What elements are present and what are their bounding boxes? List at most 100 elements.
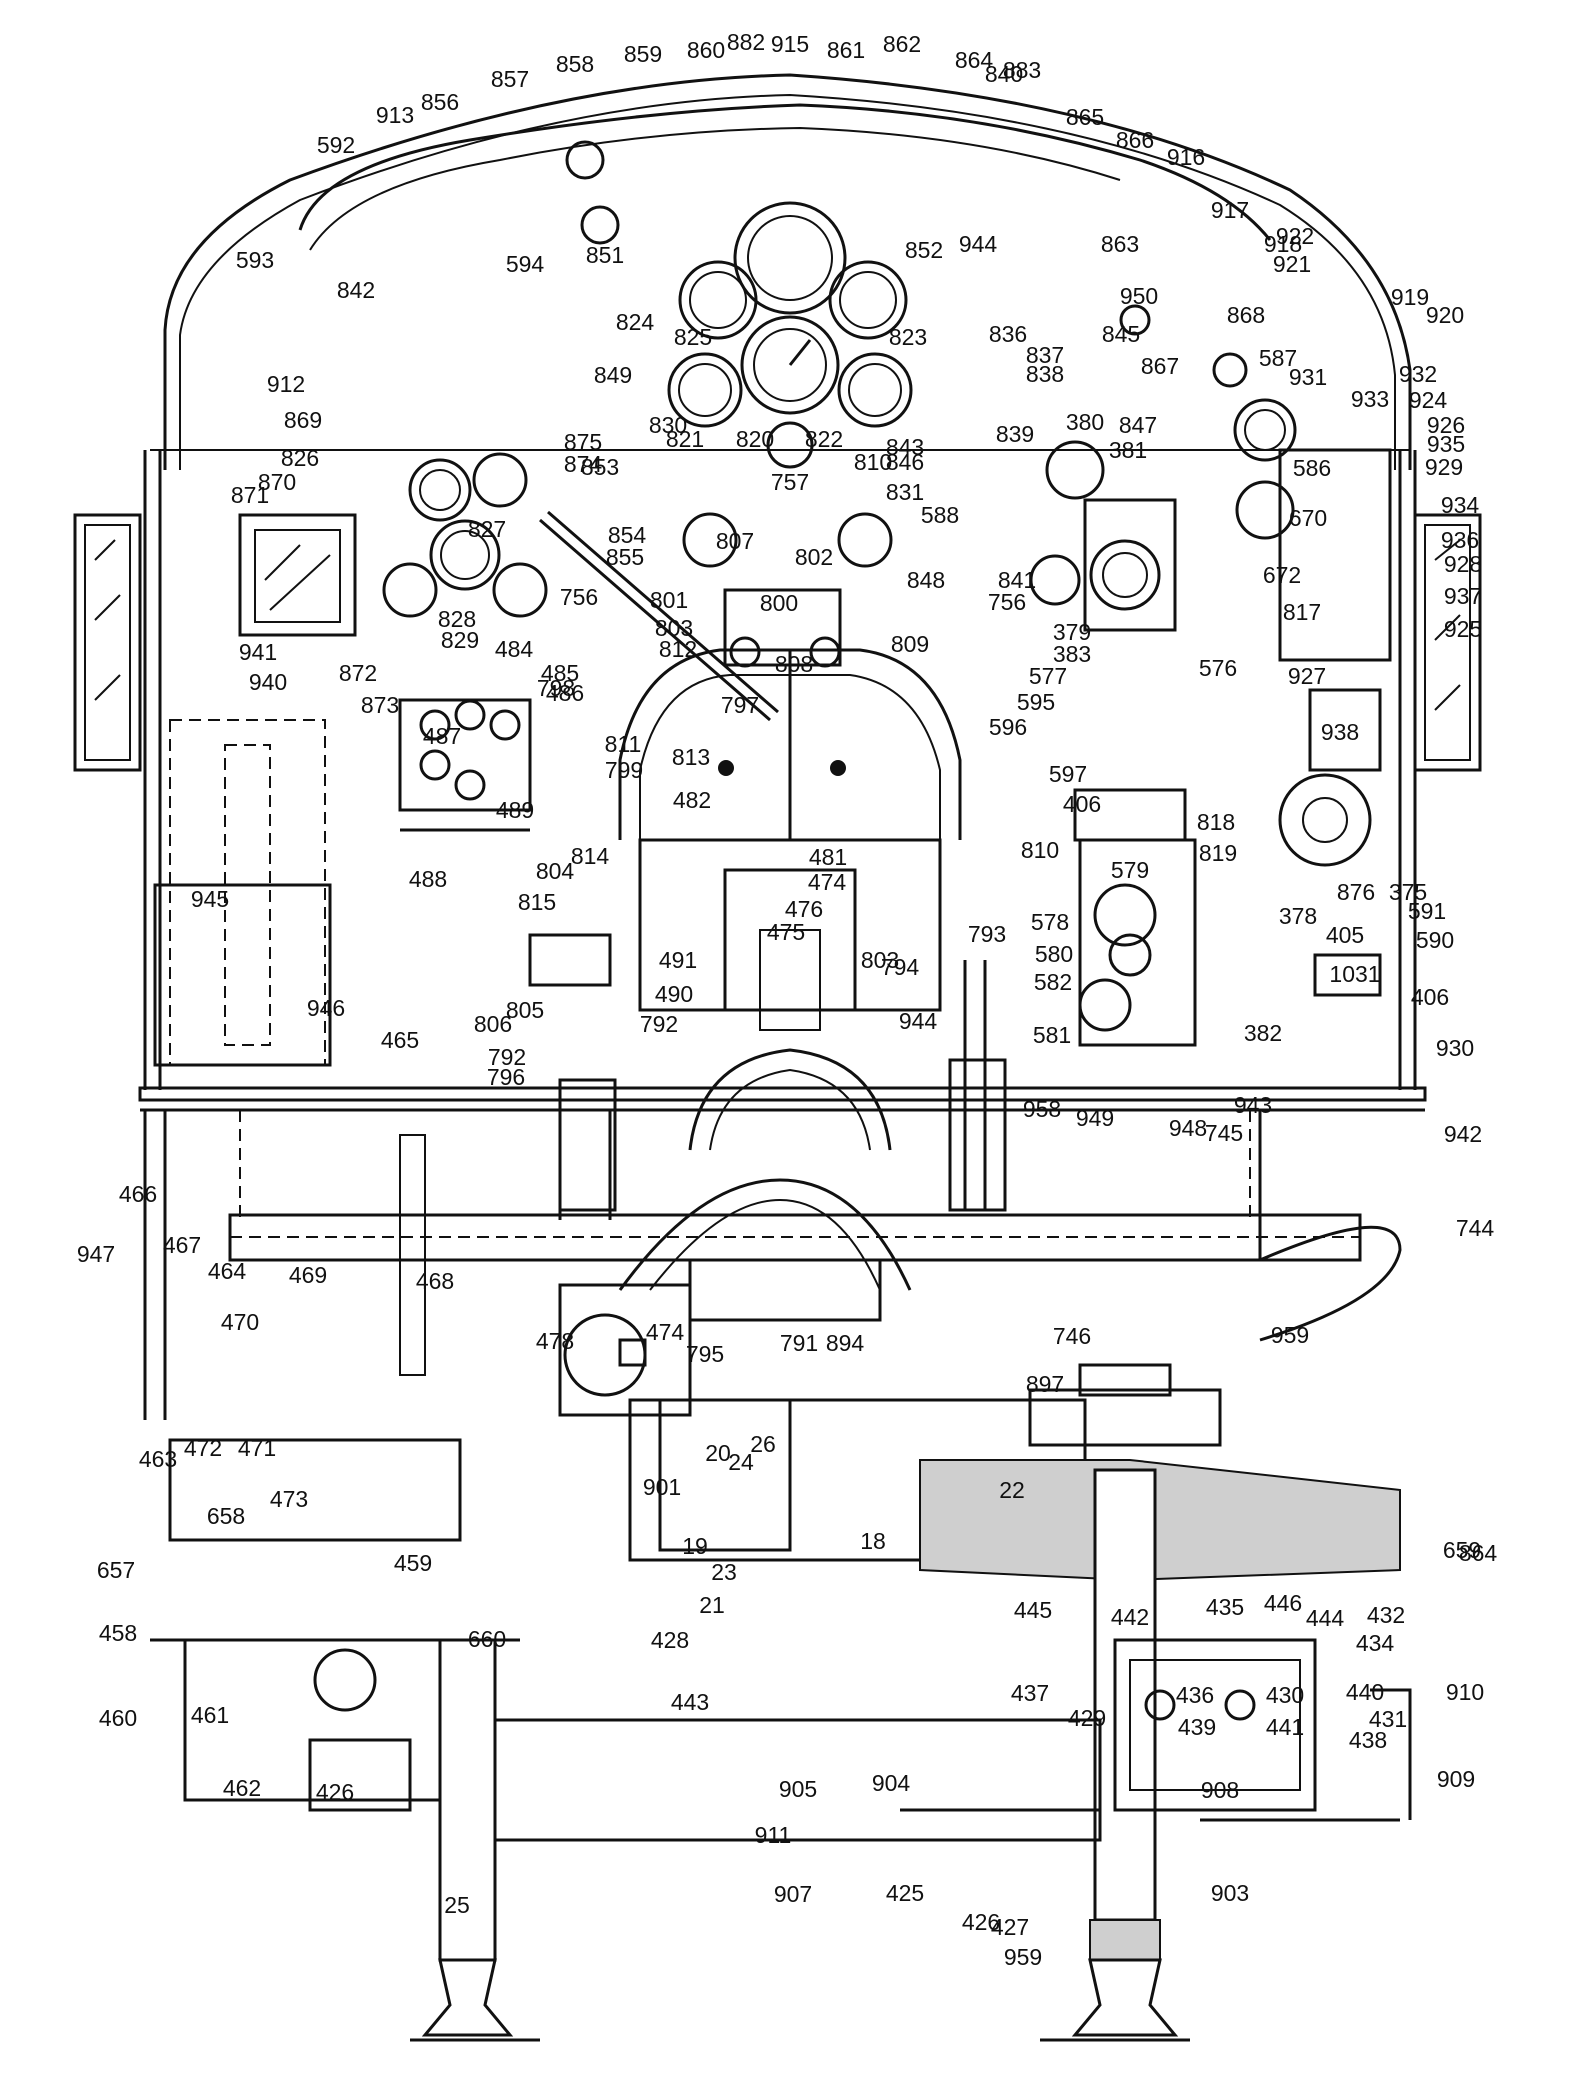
reference-numeral: 904	[872, 1770, 911, 1796]
reference-numeral: 950	[1120, 283, 1158, 309]
front-window	[238, 513, 357, 637]
reference-numeral: 429	[1068, 1705, 1106, 1731]
reference-numeral: 438	[1349, 1727, 1387, 1753]
reference-numeral: 949	[1076, 1105, 1114, 1131]
reference-numeral: 868	[1227, 302, 1265, 328]
reference-numeral: 443	[671, 1689, 709, 1715]
reference-numeral: 863	[1101, 231, 1139, 257]
reference-numeral: 746	[1053, 1323, 1091, 1349]
reference-numeral: 897	[1026, 1371, 1064, 1397]
reference-numeral: 822	[805, 426, 843, 452]
reference-numeral: 476	[785, 896, 823, 922]
reference-numeral: 948	[1169, 1115, 1207, 1141]
reference-numeral: 478	[536, 1328, 574, 1354]
reference-numeral: 441	[1266, 1714, 1304, 1740]
reference-numeral: 470	[221, 1309, 259, 1335]
reference-numeral: 937	[1444, 583, 1482, 609]
reference-numeral: 444	[1306, 1605, 1345, 1631]
reference-numeral: 431	[1369, 1706, 1407, 1732]
reference-numeral: 792	[640, 1011, 678, 1037]
reference-numeral: 800	[760, 590, 798, 616]
left-cabinet	[153, 719, 332, 1067]
reference-numeral: 845	[1102, 321, 1140, 347]
reference-numeral: 814	[571, 843, 610, 869]
reference-numeral: 659	[1443, 1537, 1481, 1563]
reference-numeral: 827	[468, 516, 506, 542]
reference-numeral: 580	[1035, 941, 1073, 967]
reference-numeral: 486	[546, 680, 584, 706]
reference-numeral: 823	[889, 324, 927, 350]
reference-numeral: 922	[1276, 223, 1314, 249]
reference-numeral: 657	[97, 1557, 135, 1583]
reference-numeral: 853	[581, 454, 619, 480]
reference-numeral: 475	[767, 919, 805, 945]
reference-numeral: 442	[1111, 1604, 1149, 1630]
reference-numeral: 806	[474, 1011, 512, 1037]
reference-numeral: 595	[1017, 689, 1055, 715]
reference-numeral: 907	[774, 1881, 812, 1907]
ashpan	[558, 1178, 912, 1552]
right-apparatus	[1073, 448, 1392, 1047]
rails	[410, 1638, 1190, 2042]
reference-numeral: 864	[1459, 1540, 1498, 1566]
reference-numeral: 482	[673, 787, 711, 813]
reference-numeral: 430	[1266, 1682, 1304, 1708]
reference-numeral: 883	[1003, 57, 1041, 83]
reference-numeral: 581	[1033, 1022, 1071, 1048]
reference-numeral: 925	[1444, 616, 1482, 642]
reference-numeral: 439	[1178, 1714, 1216, 1740]
reference-numeral: 921	[1273, 251, 1311, 277]
reference-numeral: 380	[1066, 409, 1104, 435]
reference-numeral: 381	[1109, 437, 1147, 463]
reference-numeral: 462	[223, 1775, 261, 1801]
reference-numeral: 744	[1456, 1215, 1495, 1241]
reference-numeral: 942	[1444, 1121, 1482, 1147]
reference-numeral: 936	[1441, 527, 1479, 553]
reference-numeral: 672	[1263, 562, 1301, 588]
reference-numeral: 824	[616, 309, 655, 335]
reference-numeral: 473	[270, 1486, 308, 1512]
reference-numeral: 864	[955, 47, 994, 73]
reference-numeral: 836	[989, 321, 1027, 347]
reference-numeral: 576	[1199, 655, 1237, 681]
reference-numeral: 791	[780, 1330, 818, 1356]
reference-numeral: 958	[1023, 1096, 1061, 1122]
reference-numeral: 802	[795, 544, 833, 570]
reference-numeral: 383	[1053, 641, 1091, 667]
reference-numeral: 918	[1264, 231, 1302, 257]
reference-numeral: 590	[1416, 927, 1454, 953]
reference-numeral: 793	[968, 921, 1006, 947]
reference-numeral: 858	[556, 51, 594, 77]
reference-numeral: 19	[682, 1533, 708, 1559]
reference-numeral: 484	[495, 636, 534, 662]
reference-numeral: 795	[686, 1341, 724, 1367]
reference-numeral: 435	[1206, 1594, 1244, 1620]
reference-numeral: 803	[861, 947, 899, 973]
reference-numeral: 792	[488, 1044, 526, 1070]
reference-numeral: 809	[891, 631, 929, 657]
reference-numeral: 463	[139, 1446, 177, 1472]
reference-numeral: 756	[988, 589, 1026, 615]
reference-numeral: 935	[1427, 431, 1465, 457]
reference-numeral: 841	[998, 567, 1036, 593]
reference-numeral: 460	[99, 1705, 137, 1731]
reference-numeral: 924	[1409, 387, 1448, 413]
reference-numeral: 926	[1427, 412, 1465, 438]
reference-numeral: 838	[1026, 361, 1064, 387]
reference-numeral: 810	[1021, 837, 1059, 863]
reference-numeral: 910	[1446, 1679, 1484, 1705]
reference-numeral: 915	[771, 31, 809, 57]
gauge-cluster	[382, 140, 1297, 618]
reference-numeral: 757	[771, 469, 809, 495]
reference-numeral: 837	[1026, 342, 1064, 368]
reference-numeral: 929	[1425, 454, 1463, 480]
reference-numeral: 434	[1356, 1630, 1395, 1656]
reference-numeral: 944	[959, 231, 998, 257]
reference-numeral: 819	[1199, 840, 1237, 866]
reference-numeral: 808	[775, 651, 813, 677]
reference-numeral: 920	[1426, 302, 1464, 328]
reference-numeral: 458	[99, 1620, 137, 1646]
reference-numeral: 805	[506, 997, 544, 1023]
reference-numeral: 849	[594, 362, 632, 388]
